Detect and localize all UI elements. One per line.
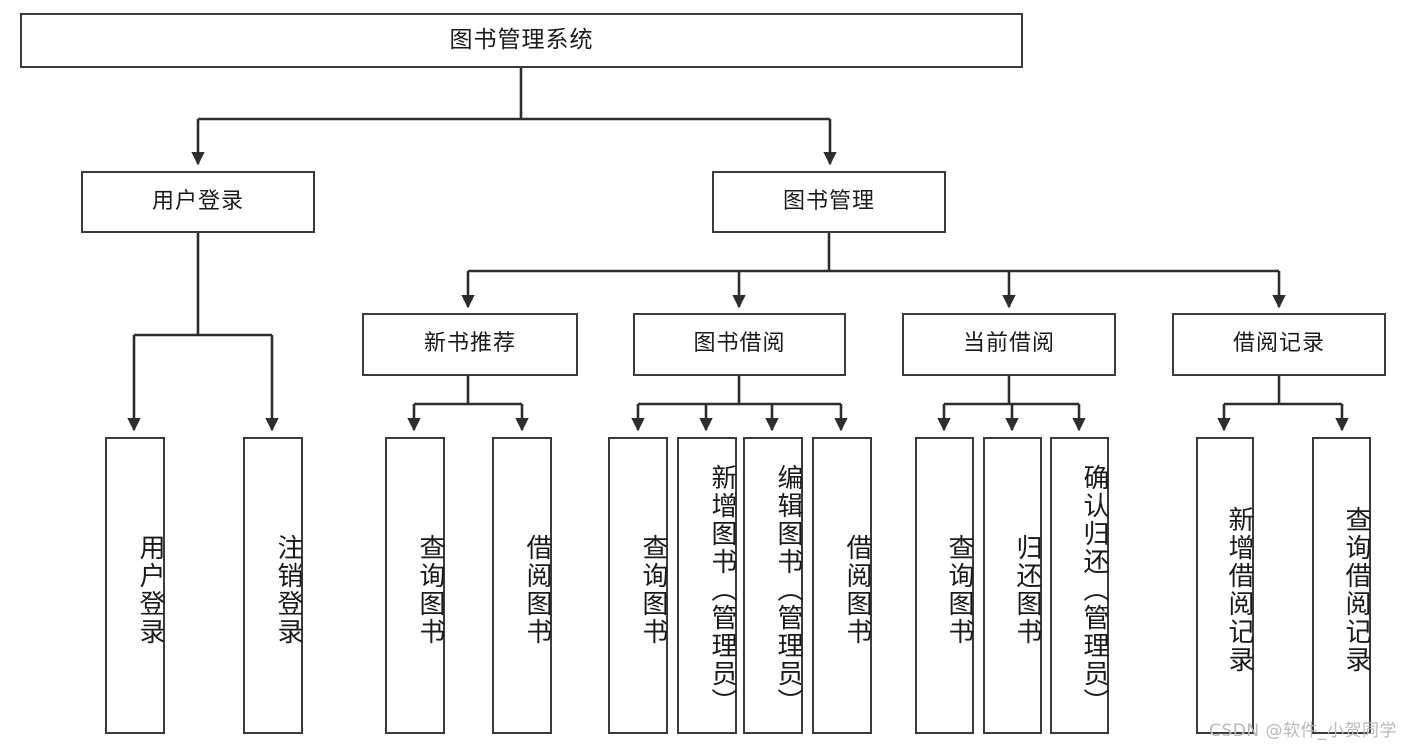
leaf-newbook-borrow-book[interactable]: 借阅图书 [492, 437, 552, 734]
leaf-current-confirm-return-admin[interactable]: 确认归还（管理员） [1050, 437, 1109, 734]
leaf-newbook-query-book[interactable]: 查询图书 [385, 437, 445, 734]
leaf-login-logout[interactable]: 注销登录 [243, 437, 303, 734]
node-root[interactable]: 图书管理系统 [20, 13, 1023, 68]
leaf-borrow-edit-book-admin[interactable]: 编辑图书（管理员） [743, 437, 803, 734]
node-borrow-record[interactable]: 借阅记录 [1172, 313, 1386, 376]
node-new-book-recommend[interactable]: 新书推荐 [362, 313, 578, 376]
leaf-borrow-borrow-book[interactable]: 借阅图书 [812, 437, 872, 734]
csdn-watermark: CSDN @软件_小贺同学 [1209, 721, 1397, 741]
leaf-record-add-borrow-record[interactable]: 新增借阅记录 [1196, 437, 1254, 734]
leaf-borrow-add-book-admin[interactable]: 新增图书（管理员） [677, 437, 737, 734]
node-book-management[interactable]: 图书管理 [712, 171, 946, 233]
node-user-login[interactable]: 用户登录 [81, 171, 315, 233]
leaf-login-user-login[interactable]: 用户登录 [105, 437, 165, 734]
leaf-record-query-borrow-record[interactable]: 查询借阅记录 [1312, 437, 1371, 734]
node-current-borrow[interactable]: 当前借阅 [902, 313, 1116, 376]
leaf-current-query-book[interactable]: 查询图书 [915, 437, 974, 734]
node-book-borrow[interactable]: 图书借阅 [633, 313, 846, 376]
leaf-current-return-book[interactable]: 归还图书 [983, 437, 1042, 734]
leaf-borrow-query-book[interactable]: 查询图书 [608, 437, 668, 734]
